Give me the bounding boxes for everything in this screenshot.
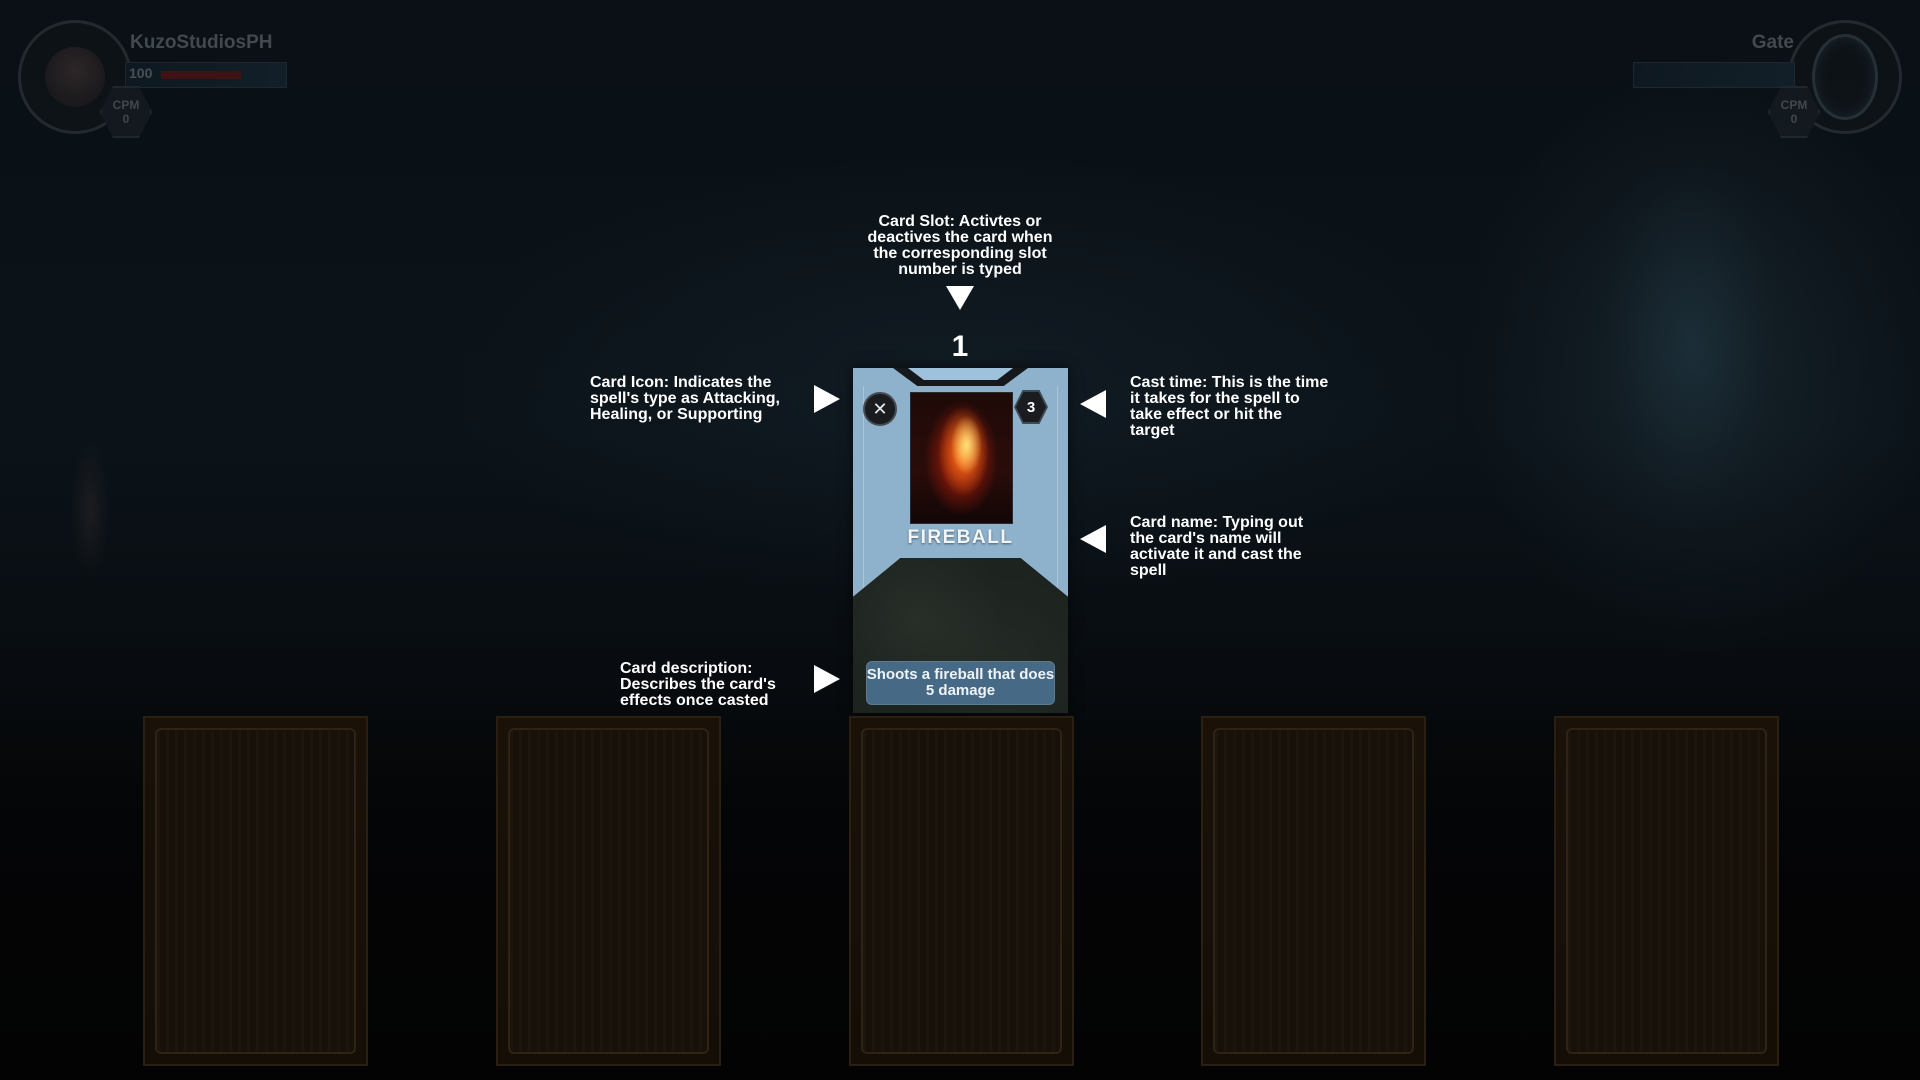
card-name-arrow-icon bbox=[1080, 525, 1106, 553]
card-description-tooltip: Card description: Describes the card's e… bbox=[620, 660, 776, 709]
card-name-tooltip: Card name: Typing out the card's name wi… bbox=[1130, 514, 1304, 579]
card-top-notch-inner bbox=[908, 368, 1013, 380]
card-slot-number: 1 bbox=[951, 330, 969, 363]
player-character bbox=[70, 440, 110, 580]
player-avatar-icon bbox=[45, 47, 105, 107]
card-icon-arrow-icon bbox=[814, 385, 840, 413]
enemy-name: Gate bbox=[1751, 32, 1794, 53]
card-frame-lines bbox=[863, 386, 1058, 686]
card-slot-empty[interactable] bbox=[496, 716, 721, 1066]
enemy-hp-bar bbox=[1633, 62, 1795, 88]
player-name: KuzoStudiosPH bbox=[130, 32, 273, 53]
enemy-cpm-label: CPM bbox=[1780, 98, 1808, 112]
player-hud: KuzoStudiosPH 100 CPM 0 bbox=[0, 0, 360, 138]
player-cpm-label: CPM bbox=[112, 98, 140, 112]
card-slot-arrow-icon bbox=[946, 286, 974, 310]
cast-time-arrow-icon bbox=[1080, 390, 1106, 418]
card-description: Shoots a fireball that does 5 damage bbox=[866, 661, 1055, 705]
card-slot-empty[interactable] bbox=[849, 716, 1074, 1066]
slot-panel bbox=[861, 728, 1062, 1054]
card-slot-empty[interactable] bbox=[1554, 716, 1779, 1066]
cast-time-badge: 3 bbox=[1016, 392, 1046, 422]
slot-panel bbox=[1213, 728, 1414, 1054]
fireball-art bbox=[910, 392, 1013, 524]
card-description-arrow-icon bbox=[814, 665, 840, 693]
card-slot-empty[interactable] bbox=[143, 716, 368, 1066]
enemy-cpm-value: 0 bbox=[1790, 112, 1798, 126]
player-hp-bar: 100 bbox=[125, 62, 287, 88]
player-hp-value: 100 bbox=[129, 65, 153, 81]
crossed-swords-icon: ✕ bbox=[863, 392, 897, 426]
gate-portal bbox=[1590, 150, 1790, 530]
player-cpm-value: 0 bbox=[122, 112, 130, 126]
portal-swirl-icon bbox=[1812, 34, 1878, 120]
enemy-hud: Gate CPM 0 bbox=[1560, 0, 1920, 138]
cast-time-tooltip: Cast time: This is the time it takes for… bbox=[1130, 374, 1329, 439]
card-slot-tooltip: Card Slot: Activtes or deactives the car… bbox=[867, 213, 1053, 278]
slot-panel bbox=[508, 728, 709, 1054]
player-hp-fill bbox=[161, 71, 242, 79]
card-slot-empty[interactable] bbox=[1201, 716, 1426, 1066]
slot-panel bbox=[1566, 728, 1767, 1054]
slot-panel bbox=[155, 728, 356, 1054]
card-name: FIREBALL bbox=[907, 527, 1014, 548]
fireball-card[interactable]: ✕ 3 FIREBALL Shoots a fireball that does… bbox=[853, 368, 1068, 713]
card-icon-tooltip: Card Icon: Indicates the spell's type as… bbox=[590, 374, 780, 423]
